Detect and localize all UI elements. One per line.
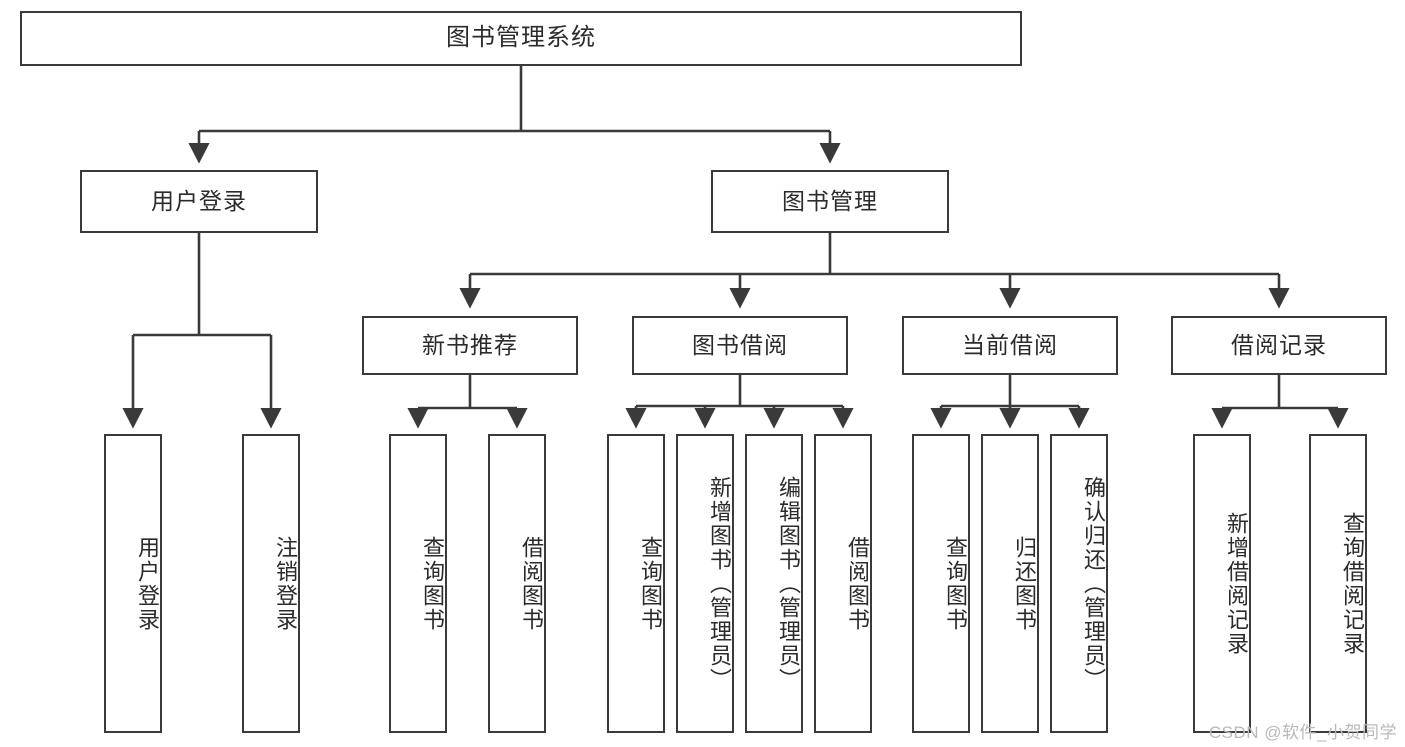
node-label: 确认归还（管理员）: [1081, 475, 1106, 692]
leaf-user-login-signin[interactable]: 用户登录: [104, 434, 162, 733]
node-borrow-record[interactable]: 借阅记录: [1171, 316, 1387, 375]
leaf-current-query-book[interactable]: 查询图书: [912, 434, 970, 733]
leaf-borrow-query-book[interactable]: 查询图书: [607, 434, 665, 733]
leaf-record-add-record[interactable]: 新增借阅记录: [1193, 434, 1251, 733]
node-label: 借阅图书: [845, 535, 870, 632]
node-label: 查询图书: [638, 535, 663, 632]
node-book-management[interactable]: 图书管理: [711, 170, 949, 233]
leaf-recommend-query-book[interactable]: 查询图书: [389, 434, 447, 733]
node-label: 图书管理: [782, 187, 878, 214]
leaf-user-login-signout[interactable]: 注销登录: [242, 434, 300, 733]
leaf-borrow-add-book-admin[interactable]: 新增图书（管理员）: [676, 434, 734, 733]
node-label: 归还图书: [1012, 535, 1037, 632]
node-label: 注销登录: [273, 535, 298, 632]
node-label: 新增借阅记录: [1224, 511, 1249, 656]
node-book-borrow[interactable]: 图书借阅: [632, 316, 848, 375]
leaf-borrow-edit-book-admin[interactable]: 编辑图书（管理员）: [745, 434, 803, 733]
node-label: 当前借阅: [962, 331, 1058, 358]
node-label: 借阅记录: [1231, 331, 1327, 358]
node-new-book-recommend[interactable]: 新书推荐: [362, 316, 578, 375]
node-label: 编辑图书（管理员）: [776, 475, 801, 692]
csdn-watermark: CSDN @软件_小贺同学: [1208, 723, 1397, 742]
node-label: 用户登录: [151, 187, 247, 214]
node-user-login[interactable]: 用户登录: [80, 170, 318, 233]
leaf-borrow-borrow-book[interactable]: 借阅图书: [814, 434, 872, 733]
leaf-record-query-record[interactable]: 查询借阅记录: [1309, 434, 1367, 733]
node-label: 借阅图书: [519, 535, 544, 632]
leaf-recommend-borrow-book[interactable]: 借阅图书: [488, 434, 546, 733]
leaf-current-return-book[interactable]: 归还图书: [981, 434, 1039, 733]
node-root-system[interactable]: 图书管理系统: [20, 11, 1022, 66]
node-label: 用户登录: [135, 535, 160, 632]
node-current-borrow[interactable]: 当前借阅: [902, 316, 1118, 375]
node-label: 查询图书: [943, 535, 968, 632]
leaf-current-confirm-return-admin[interactable]: 确认归还（管理员）: [1050, 434, 1108, 733]
node-label: 查询图书: [420, 535, 445, 632]
node-label: 新书推荐: [422, 331, 518, 358]
node-label: 图书管理系统: [446, 24, 596, 52]
node-label: 查询借阅记录: [1340, 511, 1365, 656]
node-label: 图书借阅: [692, 331, 788, 358]
node-label: 新增图书（管理员）: [707, 475, 732, 692]
